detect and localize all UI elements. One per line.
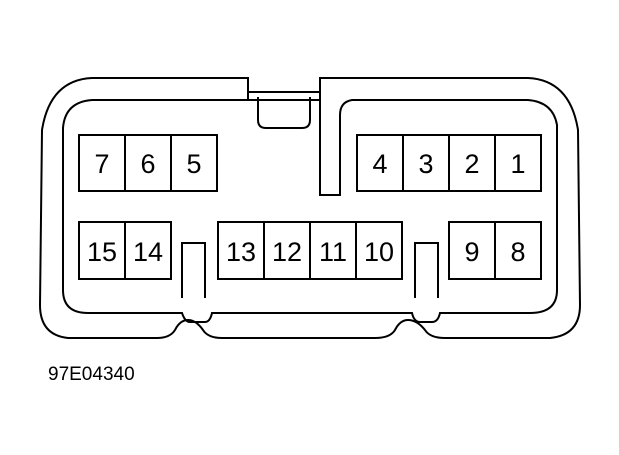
pin-label-10: 10 (364, 237, 394, 267)
pin-label-4: 4 (372, 149, 387, 179)
cavity-8 (494, 221, 542, 280)
connector-housing (38, 77, 582, 339)
key-slot-right (414, 242, 439, 298)
pin-label-6: 6 (140, 149, 155, 179)
latch-tab (257, 97, 311, 129)
pin-label-3: 3 (418, 149, 433, 179)
cavity-14 (124, 221, 172, 280)
pin-label-8: 8 (510, 237, 525, 267)
cavity-1 (494, 134, 542, 192)
pin-labels: 7 6 5 4 3 2 1 15 14 13 12 11 10 9 8 (87, 149, 526, 267)
pin-label-13: 13 (226, 237, 256, 267)
pin-label-11: 11 (319, 237, 347, 267)
figure-code: 97E04340 (48, 364, 135, 385)
pin-label-7: 7 (94, 149, 109, 179)
housing-inner-outline (62, 99, 558, 323)
cavity-5 (170, 134, 218, 192)
pin-label-1: 1 (510, 149, 525, 179)
pin-label-15: 15 (87, 237, 117, 267)
pin-label-12: 12 (272, 237, 302, 267)
pin-label-14: 14 (133, 237, 163, 267)
pin-label-2: 2 (464, 149, 479, 179)
cavity-10 (355, 221, 403, 280)
pin-label-5: 5 (186, 149, 201, 179)
key-slot-left (181, 242, 206, 298)
polarization-keys (181, 242, 439, 298)
pin-cavities (78, 134, 542, 280)
pin-label-9: 9 (464, 237, 479, 267)
housing-outer-outline (38, 77, 582, 339)
